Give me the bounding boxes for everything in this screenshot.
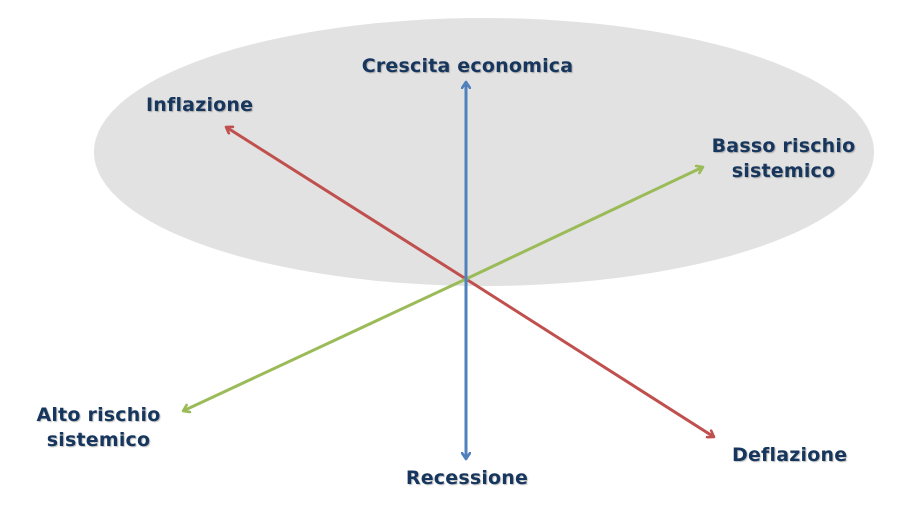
inflation-label: Inflazione xyxy=(146,93,253,118)
growth-label: Crescita economica xyxy=(330,54,605,79)
systemic-risk-axis-lower xyxy=(183,277,467,411)
low-risk-line2: sistemico xyxy=(731,160,836,182)
deflation-label: Deflazione xyxy=(732,443,847,468)
growth-label-text: Crescita economica xyxy=(361,55,574,77)
low-risk-line1: Basso rischio xyxy=(711,135,856,157)
high-risk-line1: Alto rischio xyxy=(36,404,161,426)
high-systemic-risk-label: Alto rischio sistemico xyxy=(6,403,191,453)
low-systemic-risk-label: Basso rischio sistemico xyxy=(676,134,891,184)
high-risk-line2: sistemico xyxy=(46,429,151,451)
systemic-risk-axis xyxy=(465,167,703,281)
deflation-label-text: Deflazione xyxy=(732,444,848,466)
inflation-label-text: Inflazione xyxy=(146,94,254,116)
inflation-deflation-axis-lower xyxy=(465,277,714,437)
recession-label-text: Recessione xyxy=(405,467,529,489)
background-ellipse xyxy=(94,18,874,286)
inflation-deflation-axis xyxy=(226,127,467,281)
recession-label: Recessione xyxy=(362,466,572,491)
